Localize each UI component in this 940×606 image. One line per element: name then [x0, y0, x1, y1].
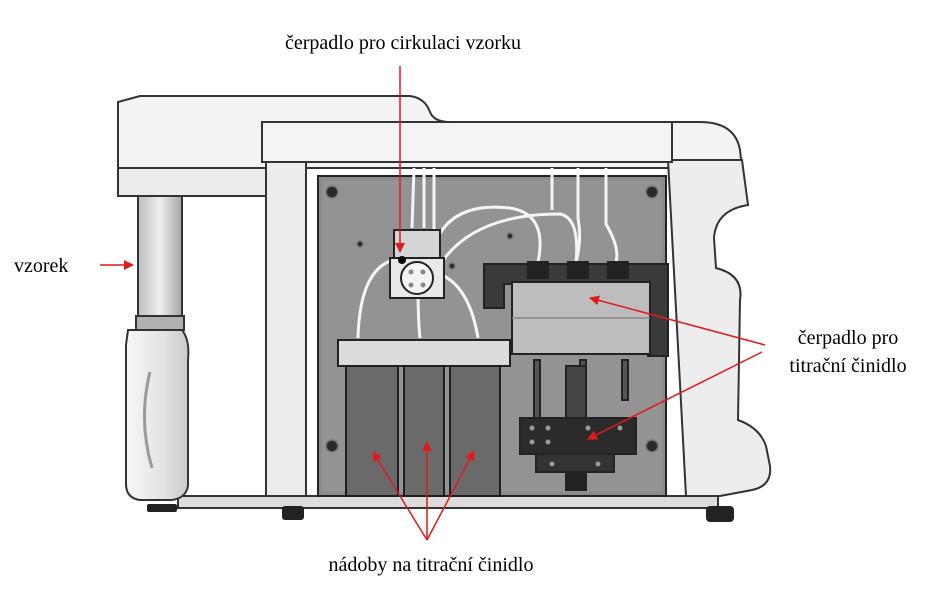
arrow-titrant-pump-lower	[587, 351, 763, 440]
arrow-container-3	[426, 450, 475, 541]
label-titrant-pump-line1: čerpadlo pro	[798, 327, 899, 349]
arrow-container-1	[372, 451, 428, 541]
label-reagent-containers: nádoby na titrační činidlo	[329, 554, 534, 576]
label-circulation-pump: čerpadlo pro cirkulaci vzorku	[285, 32, 521, 54]
label-titrant-pump-line2: titrační činidlo	[789, 355, 906, 377]
titrant-pump	[483, 261, 669, 421]
sample-holder	[125, 329, 190, 501]
instrument-body	[117, 95, 772, 509]
feet	[147, 504, 734, 522]
reagent-containers	[345, 365, 501, 497]
sample-tube	[135, 195, 185, 332]
panel-screws	[325, 185, 659, 453]
label-sample: vzorek	[14, 255, 68, 277]
circulation-pump	[389, 229, 445, 299]
annotation-arrows	[100, 66, 766, 541]
reagent-shelf	[337, 339, 511, 367]
arrow-titrant-pump-upper	[589, 295, 766, 346]
